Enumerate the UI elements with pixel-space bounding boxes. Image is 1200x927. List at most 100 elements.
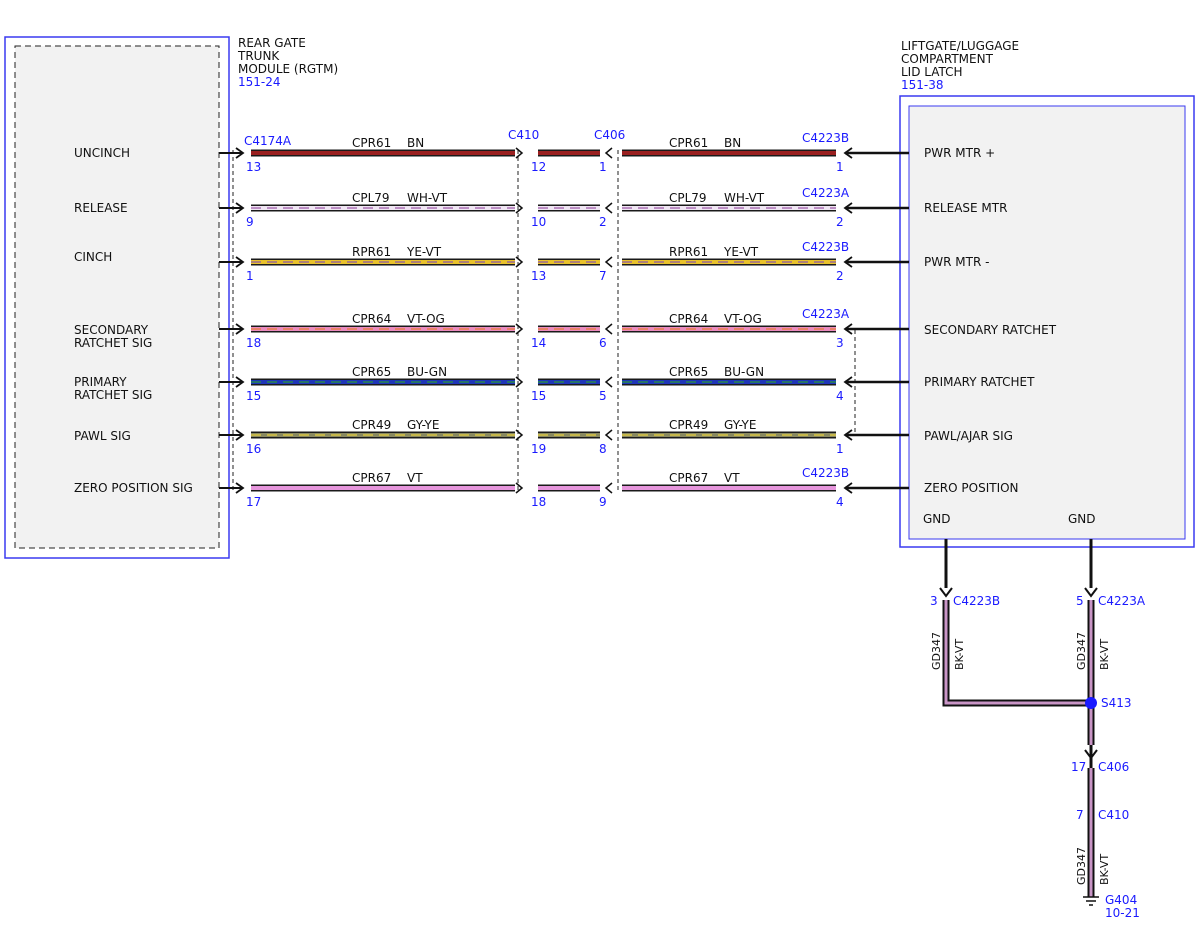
circuit-number-right: CPR67	[669, 471, 708, 485]
left-pin-label: ZERO POSITION SIG	[74, 481, 193, 495]
splice-dot	[1085, 697, 1097, 709]
left-module-name-line3: MODULE (RGTM)	[238, 62, 338, 76]
left-module-name-line1: REAR GATE	[238, 36, 306, 50]
circuit-number-right: RPR61	[669, 245, 708, 259]
right-module-title: LIFTGATE/LUGGAGE COMPARTMENT LID LATCH 1…	[901, 39, 1019, 92]
right-connector-label[interactable]: C4223A	[802, 307, 850, 321]
wire-color-left: WH-VT	[407, 191, 448, 205]
ground-left-connector[interactable]: C4223B	[953, 594, 1000, 608]
circuit-number-right: CPR61	[669, 136, 708, 150]
left-pin-number: 18	[246, 336, 261, 350]
left-pin-label: PRIMARY	[74, 375, 127, 389]
right-pin-label: ZERO POSITION	[924, 481, 1019, 495]
c410-arrow-icon	[515, 323, 524, 335]
left-module-name-line2: TRUNK	[237, 49, 280, 63]
c410-arrow-icon	[515, 429, 524, 441]
left-pin-number: 15	[246, 389, 261, 403]
right-pin-number: 2	[836, 215, 844, 229]
trunk-c410-name[interactable]: C410	[1098, 808, 1129, 822]
trunk-c406-name[interactable]: C406	[1098, 760, 1129, 774]
c410-arrow-icon	[515, 147, 524, 159]
right-pin-label: PRIMARY RATCHET	[924, 375, 1035, 389]
ground-left-circuit: GD347	[930, 632, 943, 670]
right-pin-number: 3	[836, 336, 844, 350]
c410-pin-number: 15	[531, 389, 546, 403]
ground-right-pin: 5	[1076, 594, 1084, 608]
c410-pin-number: 14	[531, 336, 546, 350]
c410-arrow-icon	[515, 256, 524, 268]
right-connector-label[interactable]: C4223A	[802, 186, 850, 200]
right-module-ref: 151-38	[901, 78, 944, 92]
left-connector-label[interactable]: C4174A	[244, 134, 292, 148]
ground-left-pin: 3	[930, 594, 938, 608]
c410-pin-number: 10	[531, 215, 546, 229]
c410-pin-number: 18	[531, 495, 546, 509]
ground-section	[939, 539, 1099, 906]
circuit-number-left: CPR67	[352, 471, 391, 485]
c406-label[interactable]: C406	[594, 128, 625, 142]
c410-pin-number: 12	[531, 160, 546, 174]
left-pin-number: 16	[246, 442, 261, 456]
circuit-number-left: CPR64	[352, 312, 391, 326]
splice-label[interactable]: S413	[1101, 696, 1132, 710]
c406-pin-number: 2	[599, 215, 607, 229]
trunk-color: BK-VT	[1098, 854, 1111, 885]
wire-color-left: GY-YE	[407, 418, 439, 432]
left-module-title: REAR GATE TRUNK MODULE (RGTM) 151-24	[237, 36, 338, 89]
right-module[interactable]	[899, 95, 1195, 548]
wire-color-left: YE-VT	[406, 245, 442, 259]
right-pin-label: RELEASE MTR	[924, 201, 1007, 215]
wire-color-right: VT-OG	[724, 312, 762, 326]
right-connector-label[interactable]: C4223B	[802, 466, 849, 480]
circuit-number-left: RPR61	[352, 245, 391, 259]
wire-color-right: BU-GN	[724, 365, 764, 379]
right-pin-label: PWR MTR -	[924, 255, 989, 269]
right-connector-label[interactable]: C4223B	[802, 240, 849, 254]
left-arrow-icon	[235, 147, 245, 159]
c406-arrow-icon	[604, 147, 613, 159]
wire-color-right: WH-VT	[724, 191, 765, 205]
c410-arrow-icon	[515, 202, 524, 214]
c406-arrow-icon	[604, 323, 613, 335]
ground-point-label[interactable]: G404	[1105, 893, 1137, 907]
ground-right-color: BK-VT	[1098, 639, 1111, 670]
ground-right-connector[interactable]: C4223A	[1098, 594, 1146, 608]
right-pin-number: 4	[836, 495, 844, 509]
left-pin-label: RATCHET SIG	[74, 388, 152, 402]
right-pin-label: PAWL/AJAR SIG	[924, 429, 1013, 443]
wire-color-left: VT	[407, 471, 423, 485]
circuit-number-right: CPR49	[669, 418, 708, 432]
left-pin-number: 13	[246, 160, 261, 174]
circuit-number-right: CPR64	[669, 312, 708, 326]
ground-wire-left-core	[944, 600, 1091, 705]
right-module-name-line3: LID LATCH	[901, 65, 963, 79]
trunk-circuit: GD347	[1075, 847, 1088, 885]
left-arrow-icon	[235, 429, 245, 441]
left-arrow-icon	[235, 482, 245, 494]
ground-left-color: BK-VT	[953, 639, 966, 670]
wire-color-left: BN	[407, 136, 424, 150]
wire-color-left: BU-GN	[407, 365, 447, 379]
wire-color-right: VT	[724, 471, 740, 485]
right-pin-label: SECONDARY RATCHET	[924, 323, 1057, 337]
left-arrow-icon	[235, 202, 245, 214]
left-module-ref: 151-24	[238, 75, 281, 89]
right-pin-number: 1	[836, 160, 844, 174]
left-module[interactable]	[4, 36, 230, 559]
right-pin-label: PWR MTR +	[924, 146, 995, 160]
circuit-number-left: CPR49	[352, 418, 391, 432]
trunk-c406-pin: 17	[1071, 760, 1086, 774]
c410-label[interactable]: C410	[508, 128, 539, 142]
right-connector-label[interactable]: C4223B	[802, 131, 849, 145]
c406-arrow-icon	[604, 376, 613, 388]
right-gnd-label-1: GND	[923, 512, 951, 526]
wire-color-right: BN	[724, 136, 741, 150]
